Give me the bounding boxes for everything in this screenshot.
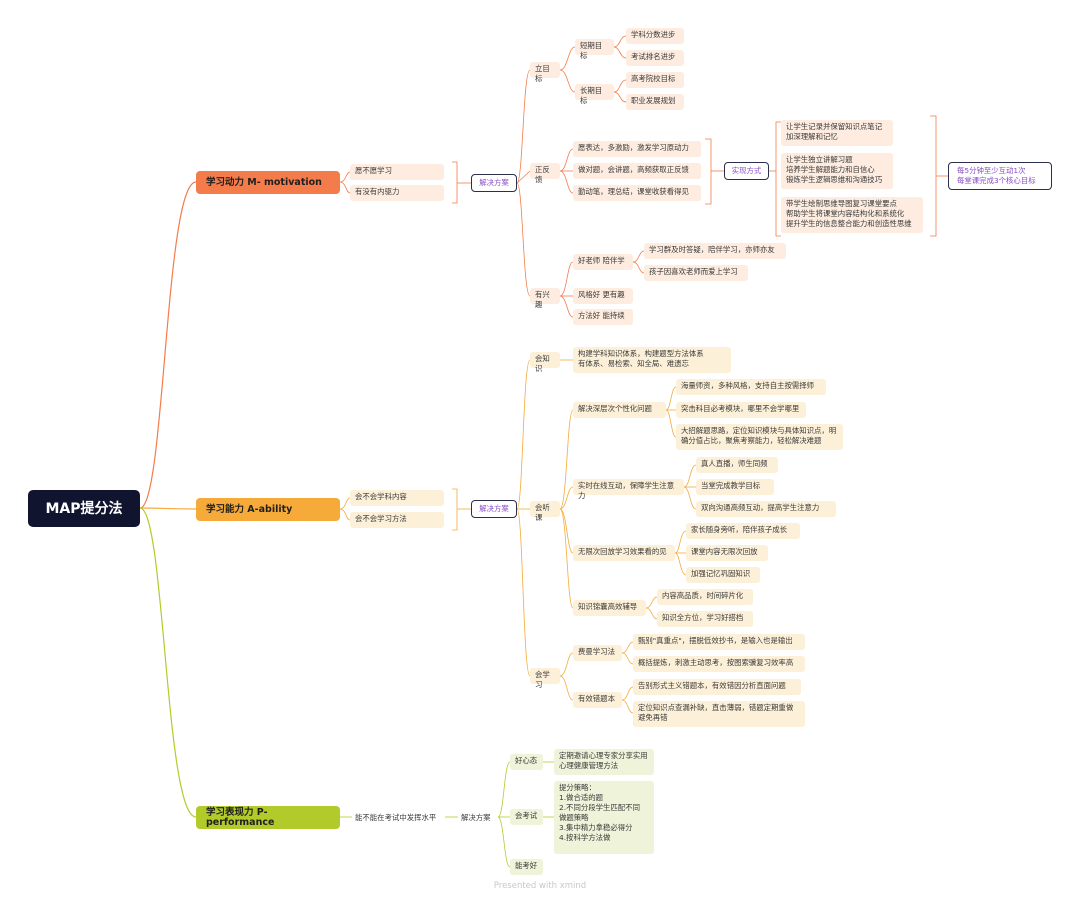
m-method-box[interactable]: 实现方式 [724,162,769,180]
m-feedback-2[interactable]: 做对题，会讲题，高频获取正反馈 [573,163,701,179]
a-listen-deep[interactable]: 解决深层次个性化问题 [573,402,666,418]
a-learn-wrongbook-1[interactable]: 告别形式主义错题本，有效错因分析直面问题 [633,679,801,695]
m-feedback-3[interactable]: 勤动笔，理总结，课堂收获看得见 [573,185,701,201]
a-know-node[interactable]: 会知识 [530,352,560,373]
a-listen-node[interactable]: 会听课 [530,501,560,522]
a-listen-replay-1[interactable]: 家长随身旁听，陪伴孩子成长 [686,523,800,539]
m-question-drive[interactable]: 有没有内驱力 [350,185,444,201]
m-goal-node[interactable]: 立目标 [530,62,560,83]
m-interest-node[interactable]: 有兴趣 [530,288,560,309]
m-goal-long-1[interactable]: 高考院校目标 [626,72,684,88]
p-good-node[interactable]: 能考好 [510,859,543,875]
m-feedback-1[interactable]: 愿表达，多激励，激发学习原动力 [573,141,701,157]
m-method-1[interactable]: 让学生记录并保留知识点笔记 加深理解和记忆 [781,120,893,146]
m-goal-long[interactable]: 长期目标 [575,84,614,105]
a-question-method[interactable]: 会不会学习方法 [350,512,444,528]
a-listen-replay-3[interactable]: 加强记忆巩固知识 [686,567,760,583]
p-exam-desc[interactable]: 提分策略： 1.做合适的题 2.不同分段学生匹配不同 做题策略 3.集中精力拿稳… [554,781,654,854]
p-solution[interactable]: 解决方案 [461,813,491,822]
a-know-desc[interactable]: 构建学科知识体系，构建题型方法体系 有体系、易检索、知全局、难遗忘 [573,347,731,373]
ability-node[interactable]: 学习能力 A-ability [196,498,340,521]
m-interest-style[interactable]: 风格好 更有趣 [573,288,633,304]
a-listen-deep-3[interactable]: 大招解题思路，定位知识模块与具体知识点，明 确分值占比，聚焦考察能力，轻松解决难… [676,424,843,450]
m-target-box[interactable]: 每5分钟至少互动1次 每堂课完成3个核心目标 [948,162,1052,190]
a-listen-live-3[interactable]: 双向沟通高频互动，提高学生注意力 [696,501,836,517]
a-listen-replay-2[interactable]: 课堂内容无限次回放 [686,545,768,561]
a-learn-feynman[interactable]: 费曼学习法 [573,645,622,661]
a-listen-live[interactable]: 实时在线互动，保障学生注意力 [573,479,684,500]
m-question-willing[interactable]: 愿不愿学习 [350,164,444,180]
a-learn-node[interactable]: 会学习 [530,668,560,689]
m-goal-short[interactable]: 短期目标 [575,39,614,60]
m-goal-long-2[interactable]: 职业发展规划 [626,94,684,110]
a-listen-deep-1[interactable]: 海量师资，多种风格，支持自主按需择师 [676,379,826,395]
m-goal-short-1[interactable]: 学科分数进步 [626,28,684,44]
performance-lines [340,761,554,868]
m-interest-teacher-2[interactable]: 孩子因喜欢老师而爱上学习 [644,265,748,281]
a-learn-feynman-2[interactable]: 概括提炼，刺激主动思考，按图索骥复习效率高 [633,656,805,672]
a-listen-kit[interactable]: 知识锦囊高效辅导 [573,600,646,616]
watermark: Presented with xmind [493,881,587,891]
m-feedback-node[interactable]: 正反馈 [530,163,560,184]
a-listen-live-1[interactable]: 真人直播，师生同频 [696,457,778,473]
m-goal-short-2[interactable]: 考试排名进步 [626,50,684,66]
p-mind-desc[interactable]: 定期邀请心理专家分享实用 心理健康管理方法 [554,749,654,775]
p-question[interactable]: 能不能在考试中发挥水平 [355,813,437,822]
m-solution-box[interactable]: 解决方案 [471,174,517,192]
a-learn-wrongbook[interactable]: 有效错题本 [573,692,622,708]
root-branch-lines [139,181,197,818]
a-listen-replay[interactable]: 无限次回放学习效果看的见 [573,545,675,561]
p-exam-node[interactable]: 会考试 [510,809,543,825]
a-solution-box[interactable]: 解决方案 [471,500,517,518]
a-learn-feynman-1[interactable]: 甄别"真重点"，摆脱低效抄书，是输入也是输出 [633,634,805,650]
m-method-3[interactable]: 带学生绘制思维导图复习课堂要点 帮助学生将课堂内容结构化和系统化 提升学生的信息… [781,197,923,233]
performance-node[interactable]: 学习表现力 P-performance [196,806,340,829]
root-node[interactable]: MAP提分法 [28,490,140,527]
m-interest-method[interactable]: 方法好 能持续 [573,309,633,325]
a-listen-kit-1[interactable]: 内容高品质，时间碎片化 [657,589,753,605]
ability-lines [339,359,697,714]
motivation-node[interactable]: 学习动力 M- motivation [196,171,340,194]
a-listen-deep-2[interactable]: 突击科目必考模块，哪里不会学哪里 [676,402,806,418]
a-listen-kit-2[interactable]: 知识全方位，学习好搭档 [657,611,753,627]
motivation-lines [339,35,948,318]
a-learn-wrongbook-2[interactable]: 定位知识点查漏补缺，直击薄弱，错题定期重做 避免再错 [633,701,805,727]
a-listen-live-2[interactable]: 当堂完成教学目标 [696,479,774,495]
m-interest-teacher[interactable]: 好老师 陪伴学 [573,254,633,270]
a-question-content[interactable]: 会不会学科内容 [350,490,444,506]
m-method-2[interactable]: 让学生独立讲解习题 培养学生解题能力和自信心 锻炼学生逻辑思维和沟通技巧 [781,153,893,189]
p-mind-node[interactable]: 好心态 [510,754,543,770]
m-interest-teacher-1[interactable]: 学习群及时答疑，陪伴学习，亦师亦友 [644,243,786,259]
